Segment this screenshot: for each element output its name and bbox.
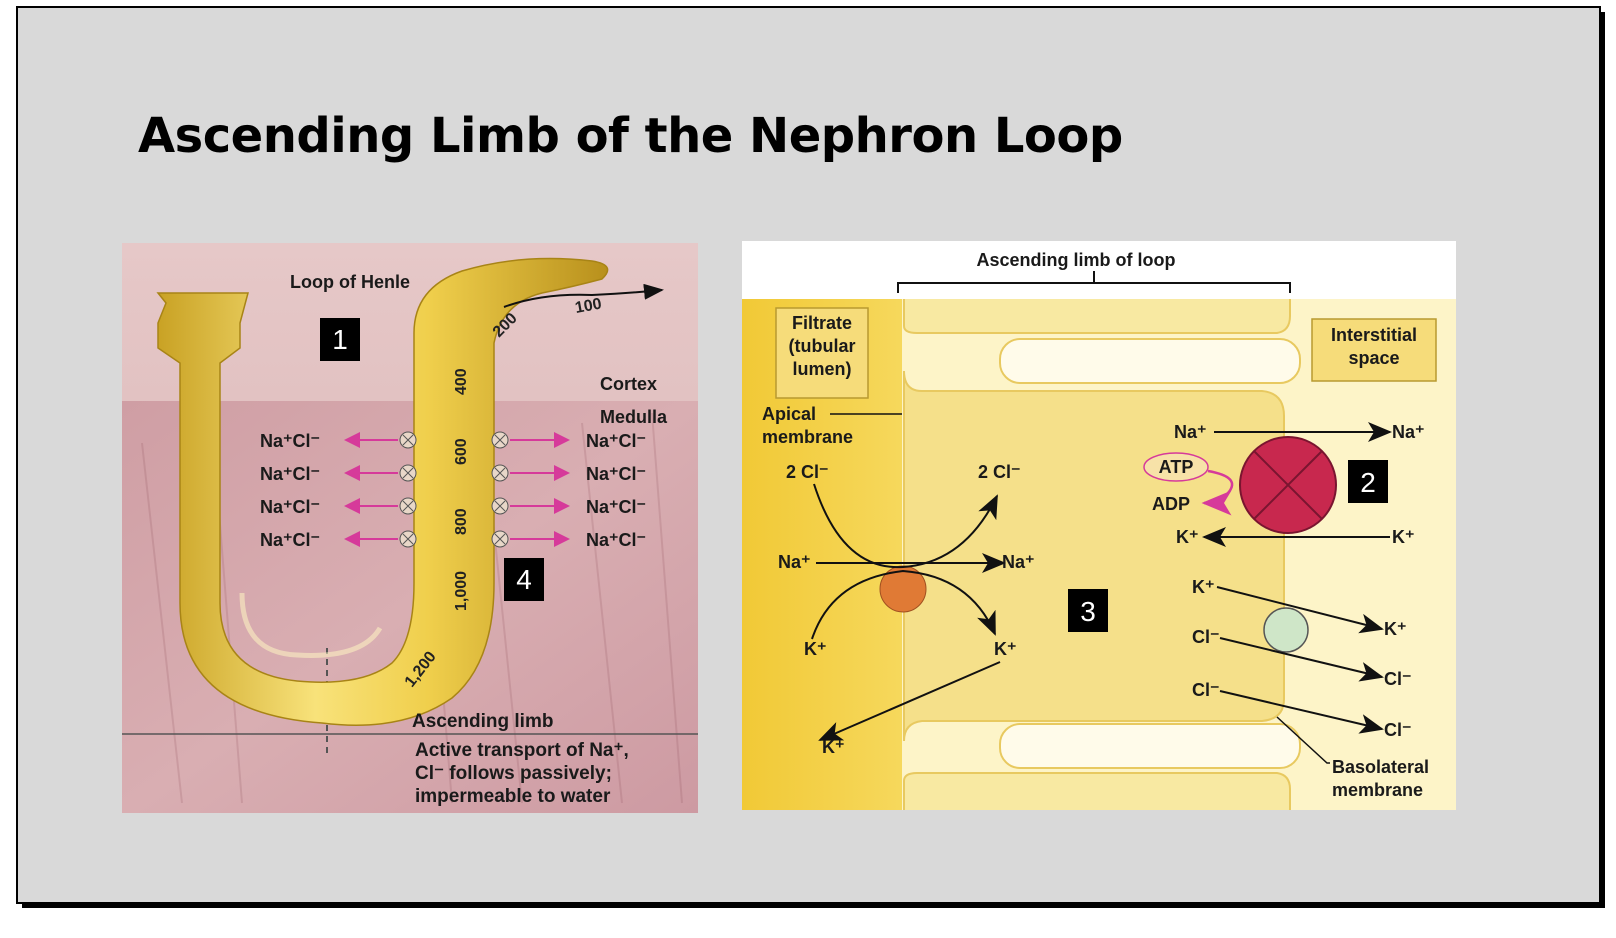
cortex-label: Cortex: [600, 374, 657, 394]
ion-right-1: Na⁺Cl⁻: [586, 431, 646, 451]
ascending-limb-caption-title: Ascending limb: [412, 711, 553, 732]
pump-k-out: K⁺: [1392, 527, 1415, 547]
marker-1: [320, 318, 360, 361]
marker-2: [1348, 460, 1388, 503]
osmolarity-tick-800: 800: [453, 508, 470, 535]
basolateral-label-line-1: Basolateral: [1332, 757, 1429, 777]
adp-label: ADP: [1152, 494, 1190, 514]
apical-label-line-2: membrane: [762, 427, 853, 447]
ion-right-4: Na⁺Cl⁻: [586, 530, 646, 550]
slide-shadow-bottom: [22, 904, 1604, 908]
interstitial-label-line-2: space: [1348, 348, 1399, 368]
caption-line-2: Cl⁻ follows passively;: [415, 763, 612, 784]
apical-label-line-1: Apical: [762, 404, 816, 424]
osmolarity-tick-1000: 1,000: [453, 571, 470, 611]
k-left: K⁺: [804, 639, 827, 659]
basolateral-label-line-2: membrane: [1332, 780, 1423, 800]
channel-cl1-in: Cl⁻: [1192, 627, 1220, 647]
filtrate-label-line-1: Filtrate: [792, 313, 852, 333]
filtrate-label-box: [775, 307, 869, 399]
slide-shadow-right: [1601, 12, 1605, 908]
caption-line-3: impermeable to water: [415, 786, 611, 807]
medulla-label: Medulla: [600, 407, 668, 427]
nephron-loop-tube: [156, 257, 609, 726]
cl-in-right: 2 Cl⁻: [978, 462, 1021, 482]
ascending-limb-cell-diagram: Ascending limb of loop Filtrate (tubular…: [742, 241, 1456, 810]
basolateral-leader-line: [1276, 716, 1330, 764]
pump-k-in: K⁺: [1176, 527, 1199, 547]
loop-of-henle-diagram: Loop of Henle Cortex Medulla 100 200 400…: [122, 243, 698, 813]
marker-1-label: 1: [332, 324, 348, 355]
osmolarity-tick-100: 100: [574, 296, 603, 317]
na-left: Na⁺: [778, 552, 811, 572]
marker-4-label: 4: [516, 564, 532, 595]
k-out: K⁺: [822, 737, 845, 757]
ion-left-3: Na⁺Cl⁻: [260, 497, 320, 517]
ion-right-2: Na⁺Cl⁻: [586, 464, 646, 484]
k-right: K⁺: [994, 639, 1017, 659]
epithelial-cell: [903, 370, 1285, 742]
ion-left-1: Na⁺Cl⁻: [260, 431, 320, 451]
ion-left-4: Na⁺Cl⁻: [260, 530, 320, 550]
na-right: Na⁺: [1002, 552, 1035, 572]
ion-left-2: Na⁺Cl⁻: [260, 464, 320, 484]
ascending-limb-heading: Ascending limb of loop: [977, 250, 1176, 270]
ion-right-3: Na⁺Cl⁻: [586, 497, 646, 517]
channel-k-in: K⁺: [1192, 577, 1215, 597]
channel-cl2-in: Cl⁻: [1192, 680, 1220, 700]
marker-2-label: 2: [1360, 467, 1376, 498]
marker-3-label: 3: [1080, 596, 1096, 627]
channel-cl1-out: Cl⁻: [1384, 669, 1412, 689]
slide-title: Ascending Limb of the Nephron Loop: [138, 108, 1123, 164]
loop-of-henle-heading: Loop of Henle: [290, 272, 410, 292]
interstitial-label-box: [1311, 318, 1437, 382]
filtrate-label-line-3: lumen): [792, 359, 851, 379]
atp-label: ATP: [1159, 457, 1194, 477]
caption-line-1: Active transport of Na⁺,: [415, 740, 629, 761]
marker-4: [504, 558, 544, 601]
ion-transport-rows: [344, 431, 570, 548]
heading-bracket: [897, 271, 1291, 293]
pump-na-out: Na⁺: [1392, 422, 1425, 442]
cl-in-left: 2 Cl⁻: [786, 462, 829, 482]
osmolarity-tick-600: 600: [453, 438, 470, 465]
flow-arrow: [503, 283, 664, 308]
interstitial-label-line-1: Interstitial: [1331, 325, 1417, 345]
atp-oval: [1143, 452, 1209, 482]
channel-k-out: K⁺: [1384, 619, 1407, 639]
k-cl-channel: [1263, 607, 1309, 653]
osmolarity-tick-400: 400: [453, 368, 470, 395]
channel-cl2-out: Cl⁻: [1384, 720, 1412, 740]
filtrate-label-line-2: (tubular: [789, 336, 856, 356]
marker-3: [1068, 589, 1108, 632]
pump-na-in: Na⁺: [1174, 422, 1207, 442]
